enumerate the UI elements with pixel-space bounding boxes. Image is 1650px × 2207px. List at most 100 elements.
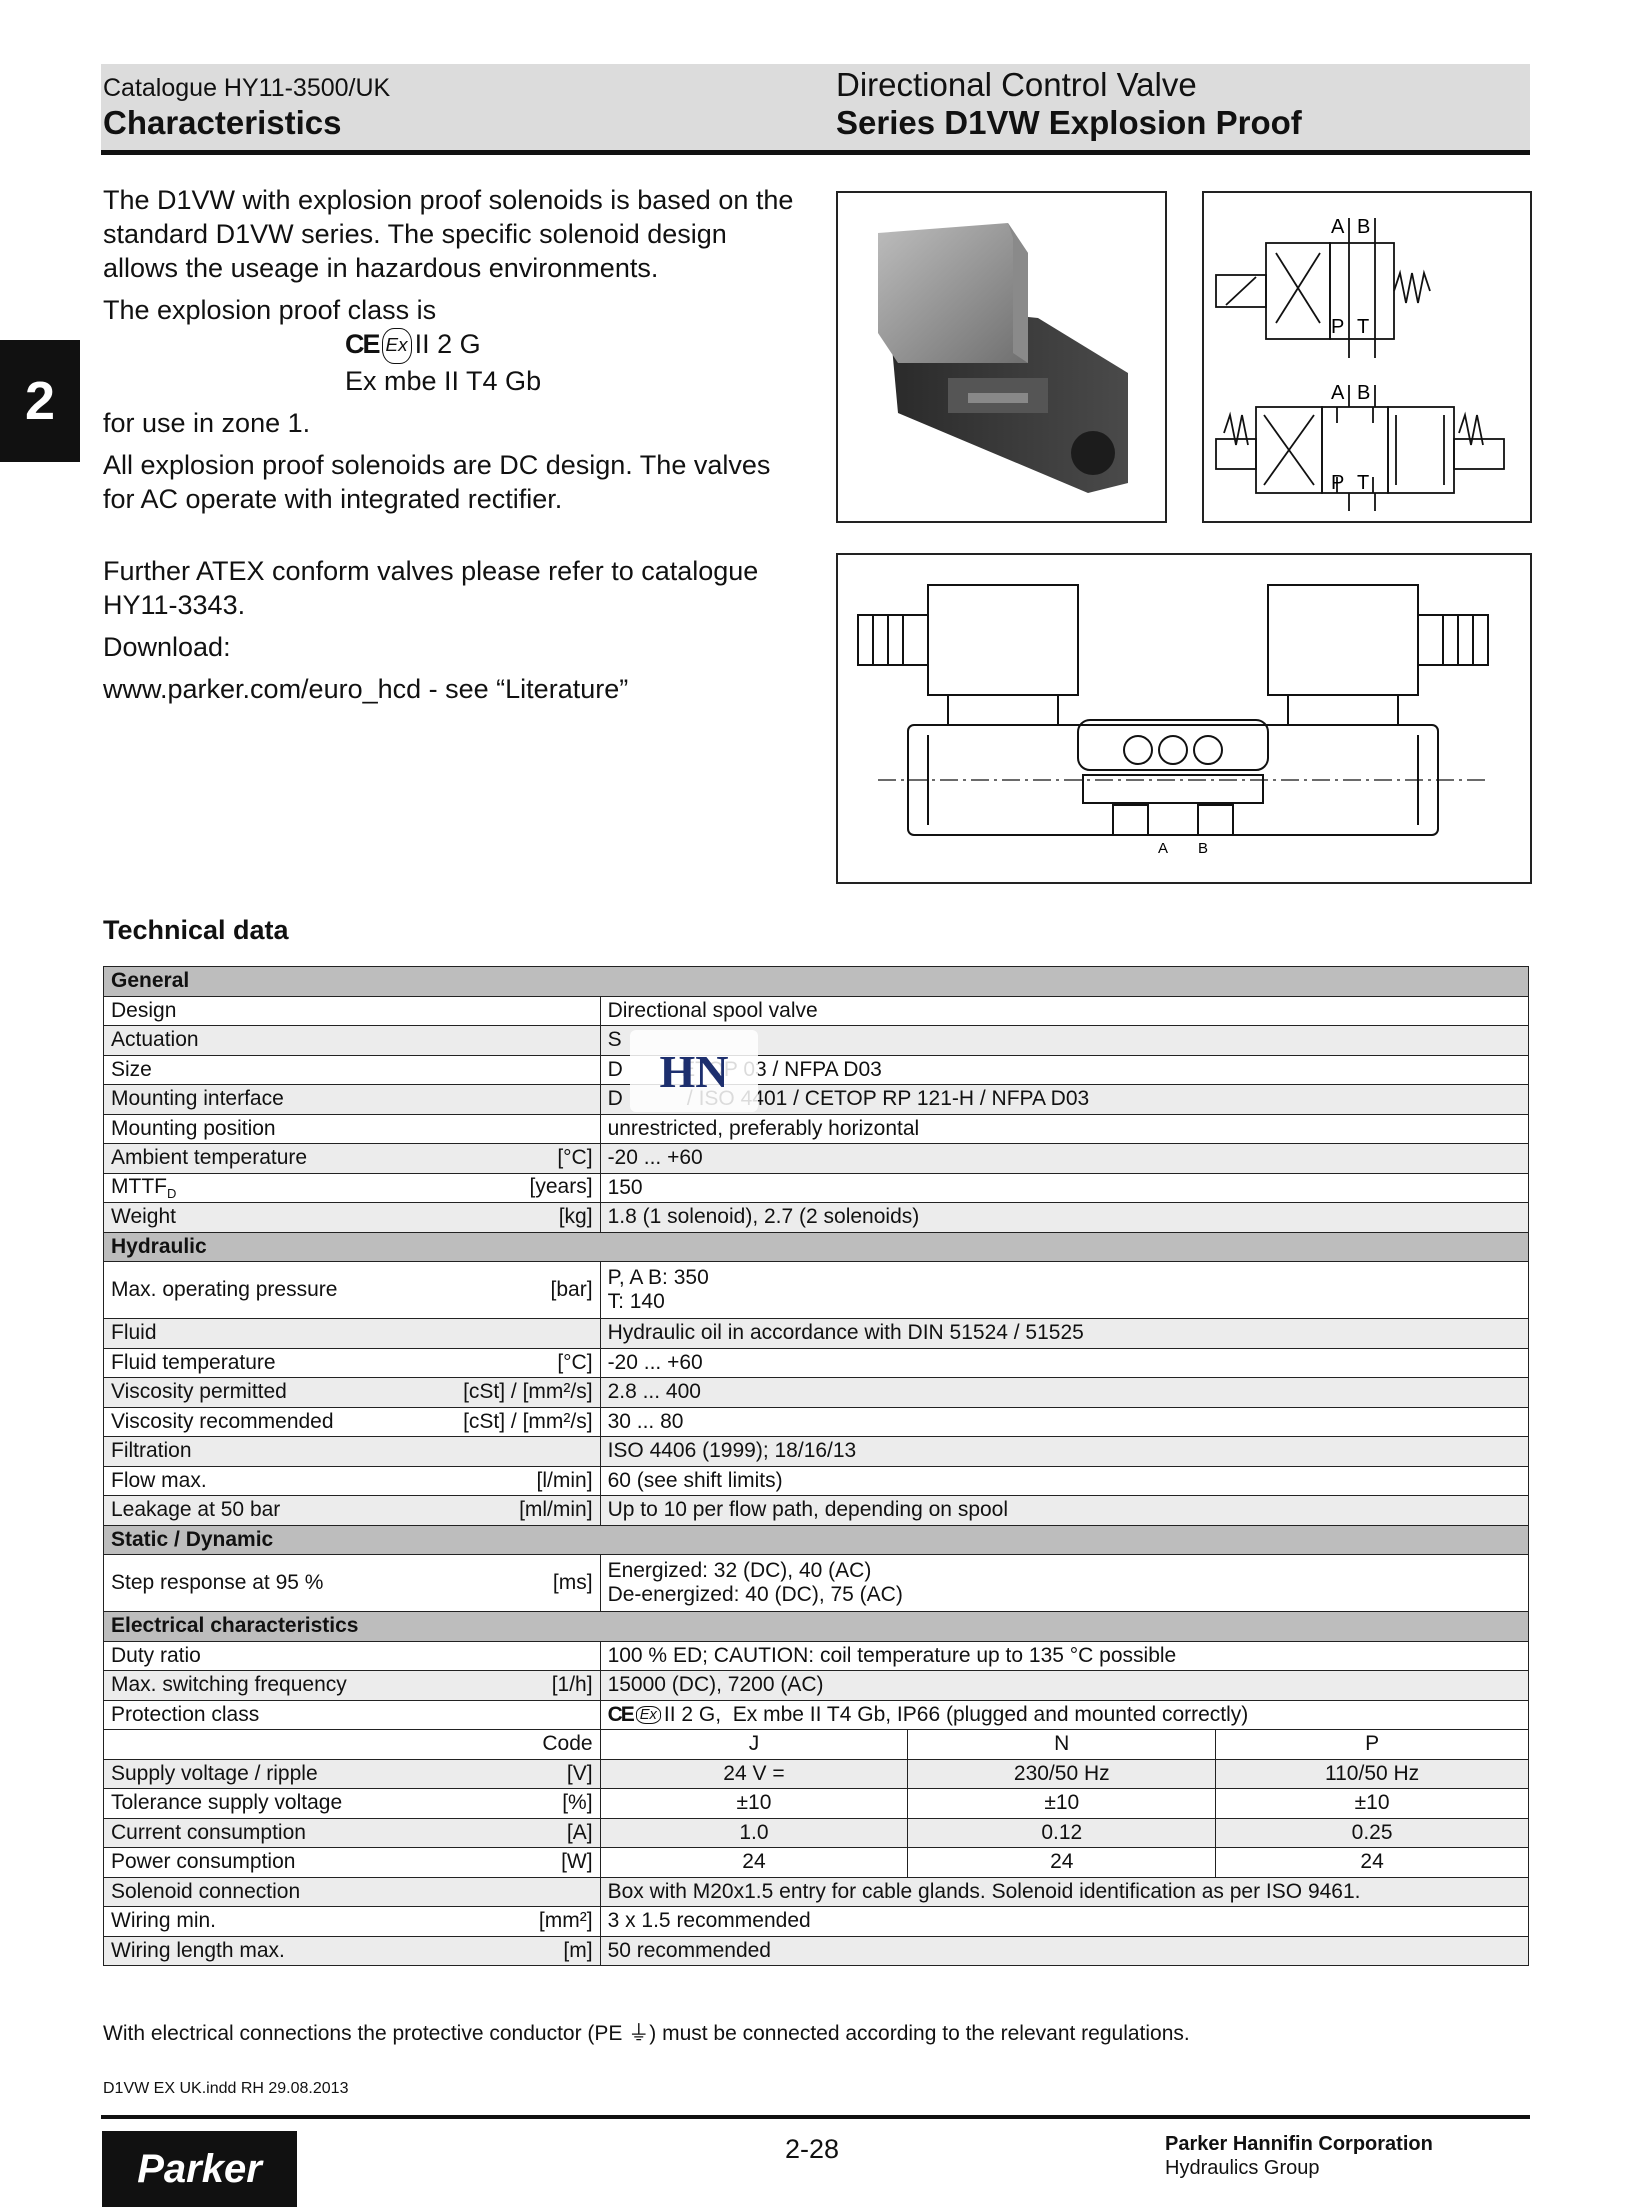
cell-j: 1.0 xyxy=(599,1817,909,1848)
row-unit: [ms] xyxy=(552,1571,593,1594)
row-unit: [W] xyxy=(561,1850,593,1874)
pressure-pab: P, A B: 350 xyxy=(607,1266,709,1289)
row-label: Max. switching frequency xyxy=(111,1673,347,1697)
intro-paragraph: for use in zone 1. xyxy=(103,407,311,438)
row-unit: [cSt] / [mm²/s] xyxy=(463,1380,593,1404)
row-unit: [m] xyxy=(563,1938,593,1962)
ex-mark-icon: Ex xyxy=(381,327,412,364)
section-row-general: General xyxy=(103,966,1529,997)
row-label: Size xyxy=(111,1057,152,1081)
table-row: Ambient temperature[°C]-20 ... +60 xyxy=(103,1143,1530,1174)
row-label: Mounting position xyxy=(111,1116,276,1140)
hydraulic-symbol-diagram: A B P T A B P T xyxy=(1215,216,1505,511)
download-link[interactable]: www.parker.com/euro_hcd - see “Literatur… xyxy=(103,673,629,704)
row-value: 1.8 (1 solenoid), 2.7 (2 solenoids) xyxy=(599,1202,1530,1233)
valve-photo-illustration xyxy=(878,223,1128,493)
section-header: Static / Dynamic xyxy=(103,1524,1529,1555)
row-label: Flow max. xyxy=(111,1468,207,1492)
step-deenergized: De-energized: 40 (DC), 75 (AC) xyxy=(607,1583,903,1606)
section-title: Characteristics xyxy=(103,104,342,141)
table-row: Supply voltage / ripple[V]24 V =230/50 H… xyxy=(103,1758,1529,1789)
page-number: 2-28 xyxy=(785,2134,840,2164)
row-label: Step response at 95 % xyxy=(111,1571,324,1594)
port-a-label: A xyxy=(1331,216,1345,238)
row-label: Duty ratio xyxy=(111,1643,201,1667)
section-header: Hydraulic xyxy=(103,1231,1529,1262)
cell-p: 110/50 Hz xyxy=(1215,1758,1529,1789)
row-value: 30 ... 80 xyxy=(599,1406,1530,1437)
row-label: Max. operating pressure xyxy=(111,1278,338,1301)
hydraulic-symbols: A B P T A B P T xyxy=(1202,191,1532,523)
header-band xyxy=(101,64,1530,150)
class-line-1: II 2 G xyxy=(414,329,481,359)
row-unit: [A] xyxy=(566,1820,593,1844)
code-label: Code xyxy=(103,1729,601,1760)
file-reference: D1VW EX UK.indd RH 29.08.2013 xyxy=(103,2080,349,2097)
row-unit: [bar] xyxy=(550,1278,593,1301)
ex-mark-icon: Ex xyxy=(635,1706,661,1725)
section-row-electrical: Electrical characteristics xyxy=(103,1611,1529,1642)
section-port-a-label: A xyxy=(1158,840,1168,857)
section-header: Electrical characteristics xyxy=(103,1611,1529,1642)
intro-paragraph: Further ATEX conform valves please refer… xyxy=(103,555,759,620)
footer-rule xyxy=(101,2115,1530,2119)
port-b-label: B xyxy=(1357,382,1370,404)
note-text-b: ) must be connected according to the rel… xyxy=(649,2022,1190,2045)
table-row: Step response at 95 %[ms]Energized: 32 (… xyxy=(103,1554,1530,1612)
intro-paragraph: All explosion proof solenoids are DC des… xyxy=(103,449,771,514)
table-row: Viscosity recommended[cSt] / [mm²/s]30 .… xyxy=(103,1406,1530,1437)
row-label: Supply voltage / ripple xyxy=(111,1761,318,1785)
product-photo xyxy=(836,191,1167,523)
row-label: Weight xyxy=(111,1205,176,1229)
row-label: Mounting interface xyxy=(111,1087,284,1111)
header-rule xyxy=(101,150,1530,155)
row-value: 3 x 1.5 recommended xyxy=(599,1906,1530,1937)
row-unit: [°C] xyxy=(557,1350,593,1374)
watermark-text: HN xyxy=(659,1045,729,1097)
port-a-label: A xyxy=(1331,382,1345,404)
protection-class-a: II 2 G xyxy=(663,1702,716,1726)
intro-paragraph: The D1VW with explosion proof solenoids … xyxy=(103,185,794,283)
row-label: Solenoid connection xyxy=(111,1879,301,1903)
row-value: 50 recommended xyxy=(599,1935,1530,1966)
cell-n: 24 xyxy=(907,1847,1217,1878)
row-value: Directional spool valve xyxy=(599,995,1530,1026)
cell-p: ±10 xyxy=(1215,1788,1529,1819)
table-row: Max. switching frequency[1/h]15000 (DC),… xyxy=(103,1670,1530,1701)
product-title: Series D1VW Explosion Proof xyxy=(836,104,1302,141)
pe-note: With electrical connections the protecti… xyxy=(103,2017,1190,2047)
section-drawing: A B xyxy=(836,553,1532,884)
row-value: 60 (see shift limits) xyxy=(599,1465,1530,1496)
code-j: J xyxy=(599,1729,909,1760)
corporation-name: Parker Hannifin Corporation xyxy=(1165,2133,1433,2155)
intro-text: The D1VW with explosion proof solenoids … xyxy=(103,183,803,714)
row-label: Tolerance supply voltage xyxy=(111,1791,343,1815)
parker-logo: Parker xyxy=(102,2131,297,2207)
cell-p: 24 xyxy=(1215,1847,1529,1878)
table-row: Wiring min.[mm²]3 x 1.5 recommended xyxy=(103,1906,1530,1937)
row-label: Ambient temperature xyxy=(111,1146,308,1170)
cell-j: 24 V = xyxy=(599,1758,909,1789)
table-row: Leakage at 50 bar[ml/min]Up to 10 per fl… xyxy=(103,1495,1530,1526)
cell-n: 230/50 Hz xyxy=(907,1758,1217,1789)
row-value: ISO 4406 (1999); 18/16/13 xyxy=(599,1436,1530,1467)
cell-p: 0.25 xyxy=(1215,1817,1529,1848)
port-t-label: T xyxy=(1357,316,1369,338)
row-label: Viscosity recommended xyxy=(111,1409,334,1433)
protection-class-b: , Ex mbe II T4 Gb, IP66 (plugged and mou… xyxy=(715,1702,1249,1726)
section-view-illustration: A B xyxy=(857,584,1489,857)
row-label: Filtration xyxy=(111,1439,192,1463)
chapter-tab: 2 xyxy=(0,340,80,462)
